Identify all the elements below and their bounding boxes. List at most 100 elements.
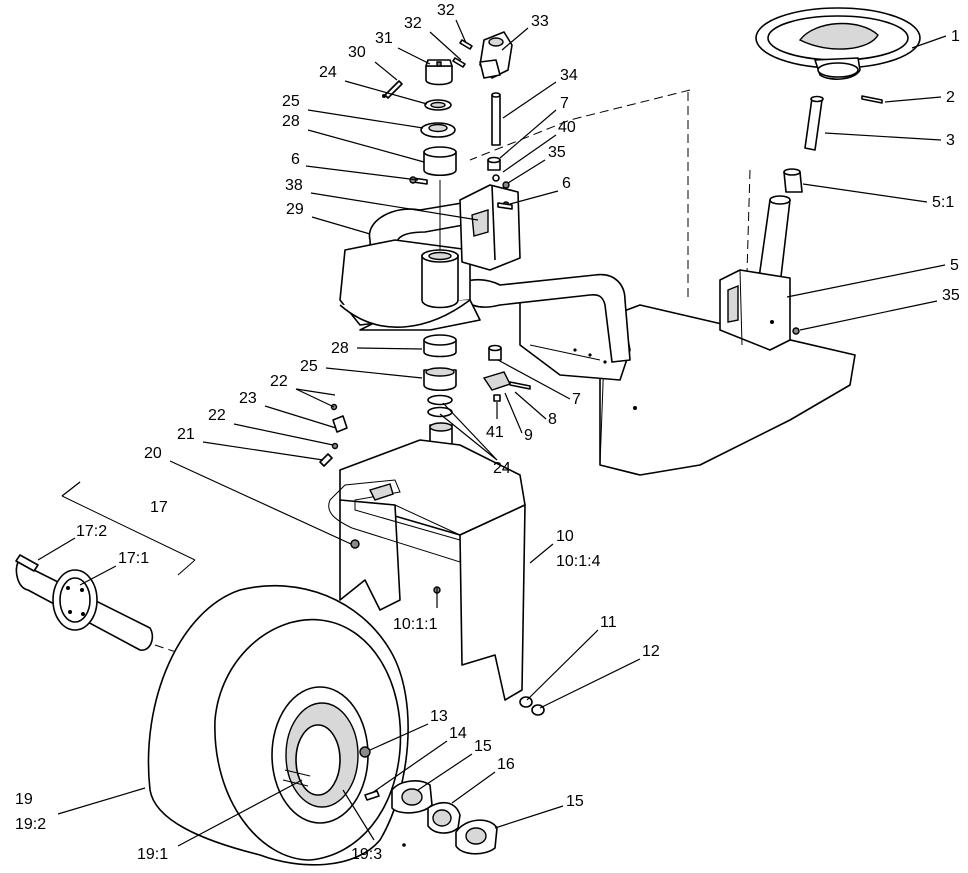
callout-label-c24a: 24: [319, 64, 337, 81]
callout-label-c22b: 22: [208, 407, 226, 424]
callout-label-c29: 29: [286, 201, 304, 218]
leader-line-c12: [539, 658, 641, 709]
leader-line-c25b: [325, 367, 423, 379]
callout-label-c6a: 6: [291, 151, 300, 168]
callout-label-c17: 17: [150, 499, 168, 516]
leader-line-c38: [310, 192, 479, 221]
callout-label-c5: 5: [950, 257, 959, 274]
callout-label-c17_1: 17:1: [118, 550, 149, 567]
callout-label-c34: 34: [560, 67, 578, 84]
leader-line-c29: [311, 216, 371, 235]
leader-line-c35a: [799, 300, 938, 331]
callout-label-c19_2: 19:2: [15, 816, 46, 833]
leader-line-c35b: [507, 159, 546, 184]
leader-line-c5_1: [802, 183, 928, 203]
callout-label-c6b: 6: [562, 175, 571, 192]
leader-line-c30: [374, 61, 398, 81]
leader-line-c14: [371, 740, 448, 794]
column-housing: [421, 180, 459, 309]
leader-line-c3: [824, 132, 942, 141]
callout-label-c32a: 32: [437, 2, 455, 19]
callout-label-c5_1: 5:1: [932, 194, 954, 211]
leader-line-c28a: [307, 129, 425, 163]
leader-line-c22a: [295, 388, 335, 408]
steering-shaft: [491, 92, 501, 146]
callout-label-c17_2: 17:2: [76, 523, 107, 540]
leader-line-c22b: [233, 423, 334, 446]
callout-label-c11: 11: [600, 614, 617, 631]
u-joint: [452, 31, 513, 79]
callout-leaders: [37, 19, 947, 847]
callout-label-c28b: 28: [331, 340, 349, 357]
column-tower: [719, 195, 800, 351]
leader-line-c19: [57, 787, 146, 815]
callout-label-c10_1_4: 10:1:4: [556, 553, 601, 570]
leader-line-c11: [526, 629, 599, 701]
callout-label-c3: 3: [946, 132, 955, 149]
caster-fork: [339, 422, 526, 701]
small-hardware-lower: [482, 344, 531, 402]
callout-label-c30: 30: [348, 44, 366, 61]
leader-line-c32a: [455, 19, 467, 44]
callout-label-c25b: 25: [300, 358, 318, 375]
callout-label-c16: 16: [497, 756, 515, 773]
leader-line-c1: [911, 35, 947, 49]
callout-label-c28a: 28: [282, 113, 300, 130]
callout-label-c22a: 22: [270, 373, 288, 390]
callout-label-c31: 31: [375, 30, 393, 47]
callout-label-c21: 21: [177, 426, 195, 443]
leader-line-c20: [169, 460, 352, 545]
leader-line-c33: [501, 27, 529, 51]
axle-nuts: [519, 696, 545, 716]
leader-line-c19_1: [177, 779, 303, 847]
callout-label-c10: 10: [556, 528, 574, 545]
wheel-tire: [147, 584, 409, 866]
frame-body: [519, 284, 856, 476]
callout-label-c13: 13: [430, 708, 448, 725]
callout-label-c23: 23: [239, 390, 257, 407]
leader-line-c23: [264, 405, 337, 429]
callout-label-c2: 2: [946, 89, 955, 106]
lower-bearings: [423, 334, 457, 418]
leader-line-c17_2: [37, 537, 76, 561]
callout-label-c20: 20: [144, 445, 162, 462]
leader-line-c28b: [356, 347, 423, 350]
fork-bolts: [319, 403, 348, 467]
wheel-shaft: [783, 95, 824, 193]
leader-line-c6a: [305, 165, 419, 181]
leader-line-c5: [786, 264, 946, 298]
shared-leaders: [61, 388, 498, 497]
leader-line-c25a: [307, 109, 424, 129]
callout-label-c33: 33: [531, 13, 549, 30]
upper-bearings: [382, 59, 457, 177]
leader-line-c7a: [499, 109, 557, 159]
callout-label-c40: 40: [558, 119, 576, 136]
leader-line-c7b: [497, 359, 571, 400]
leader-line-c32b: [429, 31, 462, 61]
fork-handle: [328, 479, 461, 563]
callout-label-c19_1: 19:1: [137, 846, 168, 863]
callout-label-c19: 19: [15, 791, 33, 808]
leader-line-c15a: [417, 753, 473, 791]
axle: [15, 481, 196, 651]
leader-line-c13: [369, 723, 429, 751]
callout-label-c25a: 25: [282, 93, 300, 110]
leader-line-c17_1: [79, 565, 117, 586]
steering-wheel: [755, 7, 921, 104]
leader-line-c24b: [442, 402, 498, 461]
leader-line-c24a: [344, 80, 428, 105]
callout-label-c24b: 24: [493, 460, 511, 477]
leader-line-c21: [202, 441, 324, 461]
leader-line-c8: [514, 391, 547, 420]
callout-label-c14: 14: [449, 725, 467, 742]
callout-label-c32b: 32: [404, 15, 422, 32]
leader-line-c34: [502, 81, 557, 119]
leader-line-c40: [502, 134, 557, 173]
callout-label-c35a: 35: [942, 287, 960, 304]
leader-line-c9: [504, 392, 523, 434]
leader-line-c19_3: [342, 789, 375, 841]
callout-label-c7b: 7: [572, 391, 581, 408]
small-hardware-upper: [409, 156, 513, 210]
leader-line-c10: [529, 543, 554, 564]
